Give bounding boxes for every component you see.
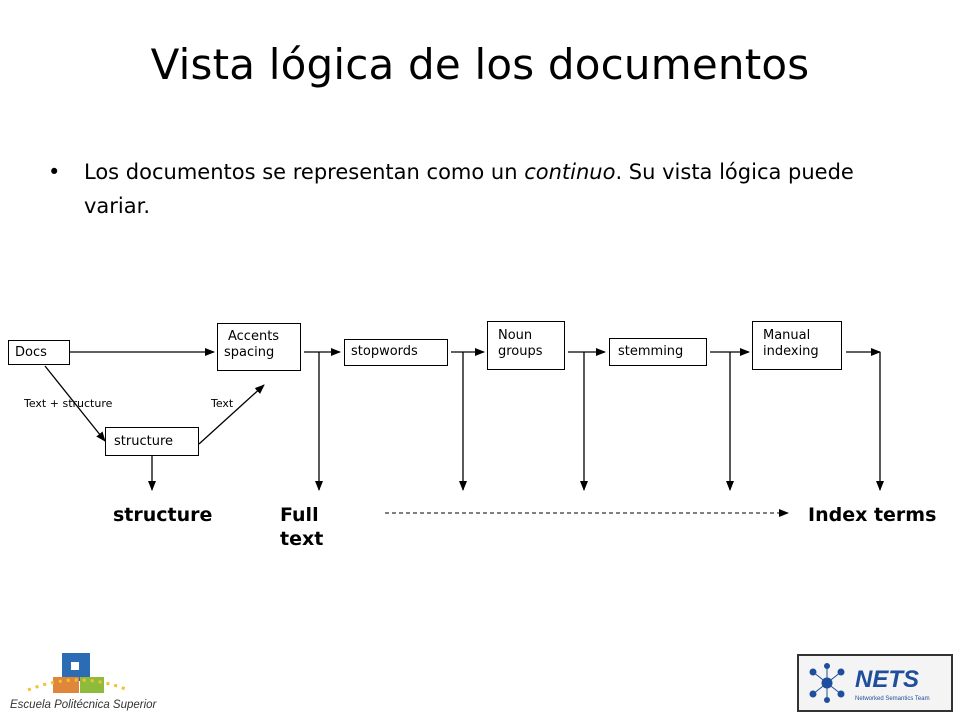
eps-logo-caption: Escuela Politécnica Superior (10, 699, 158, 711)
stemming-label: stemming (618, 344, 684, 359)
manual-indexing-box: Manual indexing (752, 321, 842, 370)
accents-spacing-box: Accents spacing (217, 323, 301, 371)
eps-logo: Escuela Politécnica Superior (10, 653, 158, 711)
eps-logo-right-block (80, 677, 104, 693)
output-index-terms: Index terms (808, 504, 937, 526)
eps-logo-window (71, 662, 79, 670)
nets-logo-subtitle: Networked Semantics Team (855, 696, 930, 702)
noun-label-line1: Noun (498, 328, 533, 343)
noun-groups-box: Noun groups (487, 321, 565, 370)
bullet-dot: • (48, 160, 61, 184)
bullet-text-emphasis: continuo (524, 160, 616, 184)
stemming-box: stemming (609, 338, 707, 366)
nets-logo: NETS Networked Semantics Team (797, 654, 953, 712)
edge-label-text: Text (211, 397, 234, 410)
output-full-text-line2: text (280, 528, 324, 550)
bullet-text-before: Los documentos se representan como un (84, 160, 525, 184)
arrow-structure-to-accents (198, 384, 265, 445)
arrow-docs-to-structure (44, 365, 106, 442)
output-structure: structure (113, 504, 213, 526)
nets-logo-name: NETS (855, 666, 919, 693)
manual-label-line1: Manual (763, 328, 811, 343)
accents-label-line1: Accents (228, 329, 280, 344)
noun-label-line2: groups (498, 344, 543, 359)
accents-label-line2: spacing (224, 345, 275, 360)
stopwords-label: stopwords (351, 344, 418, 359)
output-full-text-line1: Full (280, 504, 319, 526)
structure-box: structure (105, 427, 199, 456)
page-title: Vista lógica de los documentos (150, 40, 810, 89)
docs-label: Docs (15, 345, 47, 360)
nets-logo-graphic: NETS Networked Semantics Team (809, 663, 930, 703)
output-full-text: Full text (280, 503, 323, 551)
structure-box-label: structure (114, 434, 173, 449)
docs-box: Docs (8, 340, 70, 365)
stopwords-box: stopwords (344, 339, 448, 366)
bullet-text-after: . Su vista lógica puede variar. (84, 160, 854, 218)
manual-label-line2: indexing (763, 344, 819, 359)
nets-network-icon (809, 663, 845, 703)
edge-label-text-structure: Text + structure (24, 397, 113, 410)
bullet-text: Los documentos se representan como un co… (84, 155, 864, 223)
